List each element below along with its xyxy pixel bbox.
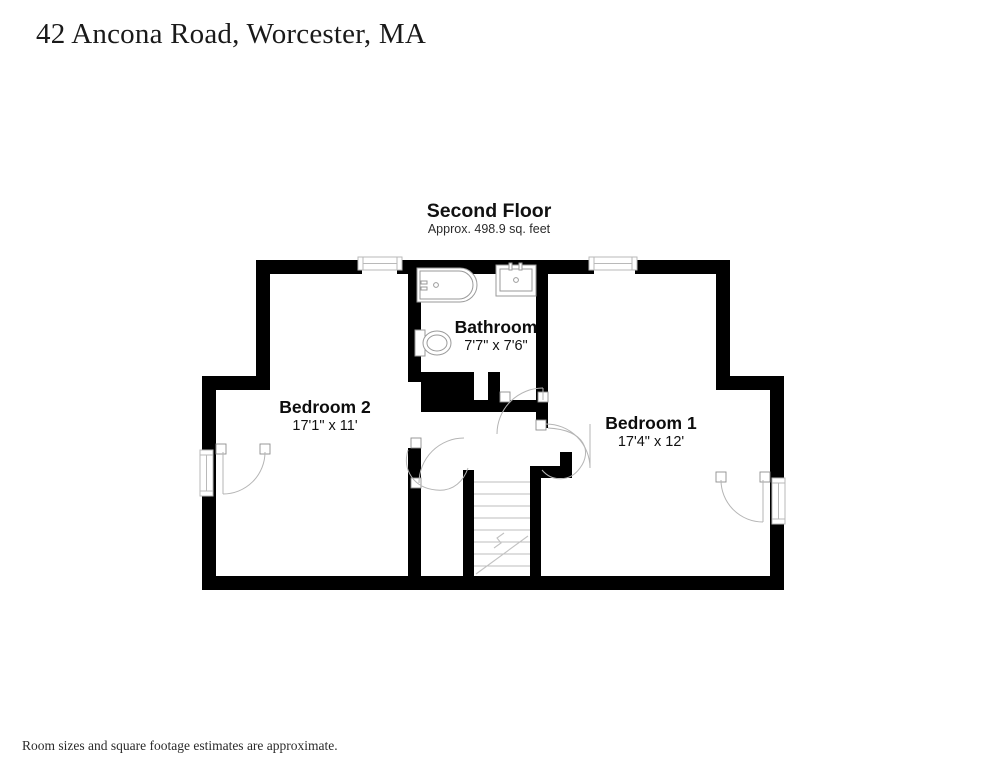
wall-bath-door-jamb <box>488 372 500 402</box>
room-label-bathroom: Bathroom 7'7" x 7'6" <box>455 317 538 354</box>
door-closet-bedroom-2 <box>215 443 271 495</box>
bathtub-icon <box>416 267 478 303</box>
sink-icon <box>495 262 537 297</box>
floorplan-heading: Second Floor <box>427 200 552 222</box>
wall-structure <box>202 260 784 590</box>
window-bedroom-2-west <box>199 449 214 497</box>
hall-landing-outline <box>406 427 586 491</box>
bedroom-1-name: Bedroom 1 <box>605 413 697 433</box>
bedroom-2-dimensions: 17'1" x 11' <box>292 418 357 434</box>
toilet-icon <box>414 329 452 357</box>
door-bedroom-2 <box>410 437 465 489</box>
bathroom-name: Bathroom <box>455 317 538 337</box>
door-bathroom <box>496 387 549 435</box>
wall-hall-head <box>474 400 536 412</box>
wall-ne-step-vertical <box>716 260 730 376</box>
window-bedroom-1-north <box>588 256 638 271</box>
wall-south-exterior <box>202 576 784 590</box>
wall-stair-east <box>530 470 541 576</box>
wall-east-closet-top <box>716 376 784 390</box>
wall-nw-step-vertical <box>256 260 270 376</box>
room-label-bedroom-1: Bedroom 1 17'4" x 12' <box>605 413 697 450</box>
floorplan-area-note: Approx. 498.9 sq. feet <box>428 222 551 236</box>
page-title: 42 Ancona Road, Worcester, MA <box>36 18 426 50</box>
wall-bathroom-south-mass <box>421 372 474 412</box>
wall-hall-nub-left <box>408 448 421 464</box>
door-closet-bedroom-1 <box>715 471 771 523</box>
bathroom-dimensions: 7'7" x 7'6" <box>464 338 527 354</box>
footer-disclaimer: Room sizes and square footage estimates … <box>22 738 338 753</box>
wall-west-closet-top <box>202 376 270 390</box>
wall-east-exterior <box>770 376 784 576</box>
bedroom-2-name: Bedroom 2 <box>279 397 371 417</box>
wall-north-left <box>256 260 362 274</box>
wall-stair-return <box>560 452 572 478</box>
window-bedroom-2-north <box>357 256 403 271</box>
wall-north-right <box>635 260 730 274</box>
wall-bathroom-east-upper <box>536 274 548 374</box>
wall-bedroom2-east-lower <box>408 464 421 576</box>
wall-stair-west <box>463 470 474 576</box>
window-bedroom-1-east <box>771 477 786 525</box>
room-label-bedroom-2: Bedroom 2 17'1" x 11' <box>279 397 371 434</box>
stairs-icon <box>474 481 530 575</box>
bedroom-1-dimensions: 17'4" x 12' <box>618 434 685 450</box>
